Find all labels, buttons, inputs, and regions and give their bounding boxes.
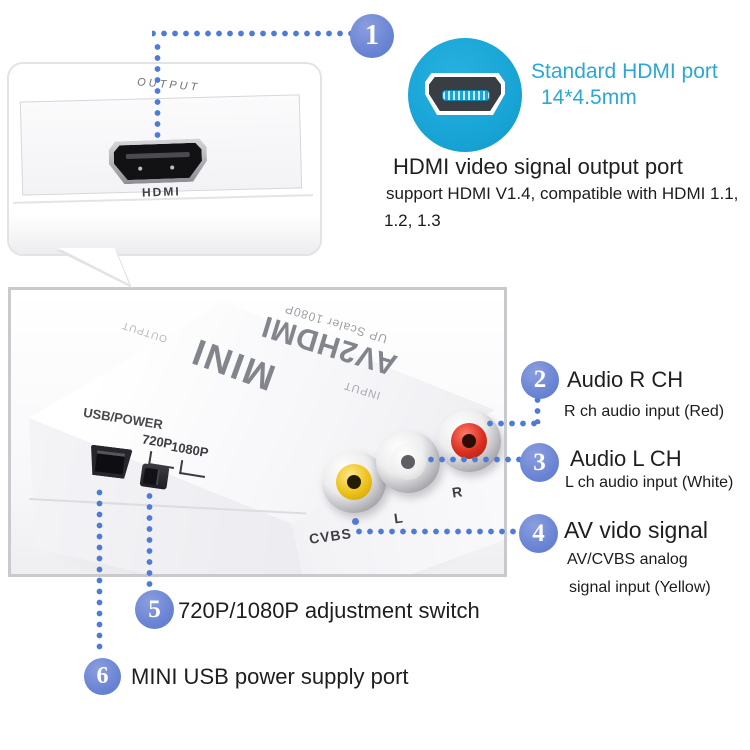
annotation-6-title: MINI USB power supply port (131, 664, 409, 689)
leader-line-2-horizontal (486, 420, 538, 427)
hdmi-port-pin (138, 167, 142, 171)
hdmi-callout-desc-line2: 1.2, 1.3 (384, 211, 441, 230)
hdmi-icon-outline (425, 73, 505, 115)
converter-photo-frame: OUTPUT AV2HDMI UP Scaler 1080P MINI INPU… (8, 287, 507, 577)
leader-line-2-vertical (534, 398, 541, 424)
hdmi-icon-body (429, 77, 501, 111)
annotation-5-title: 720P/1080P adjustment switch (178, 598, 480, 623)
leader-line-1-horizontal (152, 30, 352, 37)
annotation-2-desc: R ch audio input (Red) (564, 403, 725, 420)
hdmi-callout-heading: HDMI video signal output port (393, 154, 683, 179)
top-output-label: OUTPUT (120, 318, 169, 345)
badge-3: 3 (520, 443, 559, 482)
annotation-2-title: Audio R CH (567, 367, 684, 392)
hdmi-port-icon (408, 38, 522, 152)
device-output-label: OUTPUT (136, 76, 201, 94)
hdmi-port-spec-line1: Standard HDMI port (531, 60, 718, 83)
badge-6: 6 (84, 658, 121, 695)
leader-line-4-dot (352, 518, 359, 525)
leader-line-5 (146, 490, 153, 590)
hdmi-port-spec-line2: 14*4.5mm (541, 86, 637, 109)
annotation-4-desc-line2: signal input (Yellow) (569, 579, 711, 596)
annotation-4-desc-line1: AV/CVBS analog (567, 551, 688, 568)
l-channel-label: L (392, 509, 404, 527)
hdmi-port (108, 138, 207, 184)
leader-line-1-vertical (154, 41, 161, 141)
hdmi-port-tongue (126, 152, 190, 159)
hdmi-port-opening (113, 142, 202, 180)
rca-yellow-hole (347, 475, 361, 489)
annotation-4-title: AV vido signal (564, 517, 709, 543)
leader-line-4 (352, 528, 520, 535)
badge-1: 1 (350, 14, 394, 58)
hdmi-callout-desc-line1: support HDMI V1.4, compatible with HDMI … (386, 184, 739, 203)
rca-yellow-connector (322, 451, 386, 513)
hdmi-icon-slot (442, 90, 490, 101)
leader-line-3 (428, 456, 522, 463)
rca-red-hole (462, 434, 476, 448)
hdmi-photo-callout: OUTPUT HDMI (7, 62, 322, 256)
badge-4: 4 (519, 514, 558, 553)
leader-line-6 (96, 487, 103, 652)
rca-white-hole (401, 455, 415, 469)
mini-usb-opening (95, 450, 125, 474)
resolution-slide-switch (139, 463, 170, 490)
annotation-3-desc: L ch audio input (White) (565, 474, 734, 491)
badge-5: 5 (135, 590, 174, 629)
hdmi-port-spec: Standard HDMI port 14*4.5mm (531, 59, 736, 111)
device-shadow (9, 214, 320, 254)
hdmi-port-pin (170, 165, 174, 169)
annotation-3-title: Audio L CH (570, 446, 682, 471)
badge-2: 2 (521, 361, 559, 399)
r-channel-label: R (450, 483, 464, 501)
